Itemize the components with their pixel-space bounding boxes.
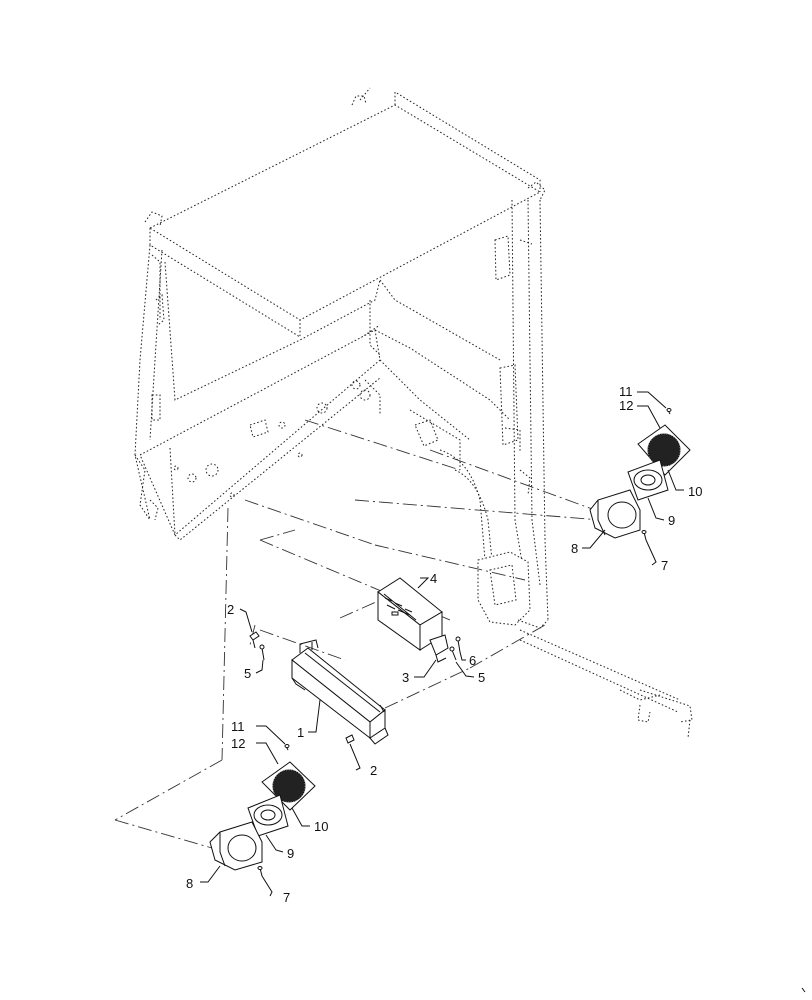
callout-4: 4: [430, 571, 437, 586]
callout-labels: 11 12 10 9 8 7 4 2 5 3 6 5 1 2 11 12 10 …: [186, 384, 702, 905]
corner-mark: [801, 987, 806, 993]
speaker-assembly-left: [209, 744, 316, 877]
fasteners: [249, 631, 461, 744]
cab-outline: [134, 87, 693, 739]
callout-8-right: 8: [571, 541, 578, 556]
callout-12-left: 12: [231, 736, 245, 751]
callout-8-left: 8: [186, 876, 193, 891]
radio-unit: [377, 577, 443, 651]
callout-7-right: 7: [661, 558, 668, 573]
callout-2-upper: 2: [227, 602, 234, 617]
callout-2-lower: 2: [370, 763, 377, 778]
callout-12-right: 12: [619, 398, 633, 413]
callout-7-left: 7: [283, 890, 290, 905]
speaker-assembly-right: [589, 408, 691, 541]
callout-1: 1: [297, 725, 304, 740]
callout-3: 3: [402, 670, 409, 685]
callout-11-left: 11: [231, 719, 245, 734]
callout-6: 6: [469, 653, 476, 668]
leader-lines: [200, 391, 684, 897]
callout-11-right: 11: [619, 384, 633, 399]
callout-9-left: 9: [287, 846, 294, 861]
callout-10-left: 10: [314, 819, 328, 834]
callout-10-right: 10: [688, 484, 702, 499]
callout-5-right: 5: [478, 670, 485, 685]
callout-5-left: 5: [244, 666, 251, 681]
radio-housing: [291, 639, 389, 745]
callout-9-right: 9: [668, 513, 675, 528]
bracket-part-3: [429, 634, 449, 663]
